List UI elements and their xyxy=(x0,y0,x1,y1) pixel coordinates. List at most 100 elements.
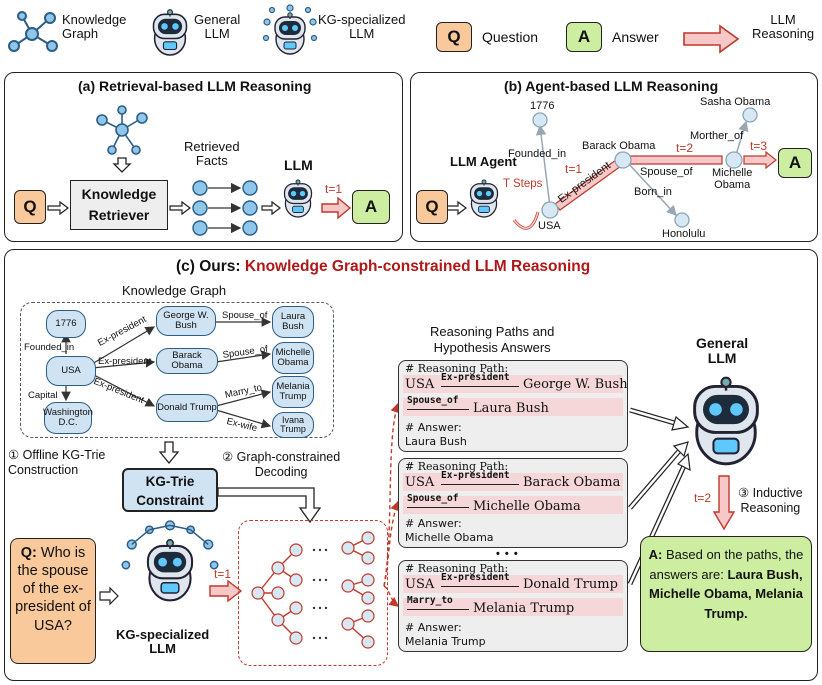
answer-text-2: the answers are: xyxy=(649,547,804,582)
b-edge-founded: Founded_in xyxy=(508,148,567,160)
panel-a-title: (a) Retrieval-based LLM Reasoning xyxy=(78,78,312,94)
c-t2-label: t=2 xyxy=(694,491,712,505)
kg-node-barack: Barack Obama xyxy=(156,348,218,374)
answer-text-1: Based on the paths, xyxy=(665,547,782,562)
b-node-michelle: Michelle Obama xyxy=(712,167,753,191)
step2-label: ② Graph-constrained Decoding xyxy=(222,450,341,479)
b-node-honolulu: Honolulu xyxy=(662,228,706,240)
b-node-barack: Barack Obama xyxy=(582,140,656,152)
kg-specialized-label: KG-specialized LLM xyxy=(116,627,210,657)
legend-general-label: General LLM xyxy=(194,12,241,42)
kg-node-ivana: Ivana Trump xyxy=(272,412,314,438)
down-arrow-icon xyxy=(158,441,180,465)
t-steps-label: T Steps xyxy=(503,178,543,190)
reasoning-arrow-icon xyxy=(683,24,740,54)
decoding-to-paths-links xyxy=(383,402,401,607)
b-node-sasha: Sasha Obama xyxy=(700,96,771,108)
c-t1-arrow xyxy=(209,580,243,602)
kg-edge-capital: Capital xyxy=(28,390,58,401)
decoding-tree xyxy=(251,531,375,649)
path3-header: # Reasoning Path: xyxy=(405,562,509,575)
kg-edge-expres-2: Ex-president xyxy=(98,356,152,367)
kg-edges-svg xyxy=(61,317,272,429)
paths-to-llm-arrows xyxy=(627,407,691,586)
path2-rel2: Spouse_of xyxy=(407,493,459,504)
path-box-3: # Reasoning Path: USA Ex-president Donal… xyxy=(398,560,628,652)
kg-node-michelle: Michelle Obama xyxy=(272,342,314,374)
b-edge-spouse: Spouse_of xyxy=(640,166,693,178)
kg-edge-spouse-1: Spouse_of xyxy=(222,310,268,321)
panel-c-title-prefix: (c) Ours: xyxy=(176,258,245,275)
kg-node-gwbush: George W. Bush xyxy=(156,306,216,336)
answer-bold: Laura Bush, Michelle Obama, Melania Trum… xyxy=(649,566,803,621)
kg-specialized-llm-robot xyxy=(121,520,219,602)
c-t2-arrow xyxy=(712,475,736,531)
step3-label: ③ Inductive Reasoning xyxy=(738,486,803,515)
panel-a-llm-label: LLM xyxy=(284,157,313,173)
kg-specialized-llm-icon xyxy=(262,4,318,55)
panel-b-answer-box: A xyxy=(778,148,812,178)
legend-question-box: Q xyxy=(436,22,472,52)
path3-ans-header: # Answer: xyxy=(405,621,462,634)
path1-end: Laura Bush xyxy=(473,401,549,416)
kg-dashed-box xyxy=(20,302,334,438)
kg-node-usa: USA xyxy=(46,356,96,386)
general-llm-robot xyxy=(693,376,759,466)
path1-src: USA xyxy=(405,377,435,392)
kg-title: Knowledge Graph xyxy=(122,283,227,298)
path2-mid: Barack Obama xyxy=(523,475,621,490)
general-llm-label: General LLM xyxy=(696,335,749,367)
llm-agent-icon xyxy=(469,179,499,218)
panel-a-graphics xyxy=(47,105,352,236)
path1-header: # Reasoning Path: xyxy=(405,362,509,375)
path3-rel1: Ex-president xyxy=(441,572,510,583)
path2-header: # Reasoning Path: xyxy=(405,460,509,473)
panel-a-answer-box: A xyxy=(352,190,390,224)
path3-end: Melania Trump xyxy=(473,601,575,616)
path1-mid: George W. Bush xyxy=(523,377,628,392)
b-t3: t=3 xyxy=(750,139,768,153)
general-llm-icon xyxy=(152,8,188,56)
answer-label: A: xyxy=(648,547,663,562)
kg-node-donald: Donald Trump xyxy=(156,394,218,422)
question-label: Q: xyxy=(20,545,37,561)
panel-c-title-main: Knowledge Graph-constrained LLM Reasonin… xyxy=(244,258,591,275)
panel-a-question-box: Q xyxy=(14,190,46,224)
b-node-1776: 1776 xyxy=(530,100,555,112)
legend-answer-box: A xyxy=(566,22,602,52)
kg-node-laura: Laura Bush xyxy=(272,306,314,338)
path2-answer: Michelle Obama xyxy=(405,531,494,544)
kg-node-washington: Washington D.C. xyxy=(43,402,93,434)
panel-c-title: (c) Ours: Knowledge Graph-constrained LL… xyxy=(176,258,590,276)
path3-mid: Donald Trump xyxy=(523,577,618,592)
kg-edge-founded: Founded_in xyxy=(24,342,75,353)
path3-answer: Melania Trump xyxy=(405,635,486,648)
b-edge-mother: Morther_of xyxy=(690,130,744,142)
path1-ans-header: # Answer: xyxy=(405,421,462,434)
path2-end: Michelle Obama xyxy=(473,499,581,514)
legend-question-label: Question xyxy=(482,29,539,45)
panel-a-t1-label: t=1 xyxy=(325,182,343,196)
knowledge-retriever-box: Knowledge Retriever xyxy=(70,180,168,230)
path1-answer: Laura Bush xyxy=(405,435,467,448)
path3-rel2: Marry_to xyxy=(407,595,453,606)
path1-rel2: Spouse_of xyxy=(407,395,459,406)
legend-kg-label: Knowledge Graph xyxy=(62,12,127,42)
panel-a-llm-icon xyxy=(283,179,313,218)
panel-b-question-box: Q xyxy=(416,190,448,224)
question-text: Who is the spouse of the ex-president of… xyxy=(15,545,91,634)
path-box-1: # Reasoning Path: USA Ex-president Georg… xyxy=(398,360,628,452)
c-t1-label: t=1 xyxy=(214,567,232,581)
llm-agent-label: LLM Agent xyxy=(450,154,517,169)
kg-node-melania: Melania Trump xyxy=(272,376,314,408)
panel-b-graphics xyxy=(445,107,777,230)
question-arrow xyxy=(99,586,119,606)
path-box-2: # Reasoning Path: USA Ex-president Barac… xyxy=(398,458,628,548)
legend-reasoning-label: LLM Reasoning xyxy=(752,12,815,42)
b-node-usa: USA xyxy=(538,220,561,232)
legend-answer-label: Answer xyxy=(612,29,659,45)
step1-label: ① Offline KG-Trie Construction xyxy=(8,448,106,477)
path1-rel1: Ex-president xyxy=(441,372,510,383)
path2-src: USA xyxy=(405,475,435,490)
path2-ans-header: # Answer: xyxy=(405,517,462,530)
